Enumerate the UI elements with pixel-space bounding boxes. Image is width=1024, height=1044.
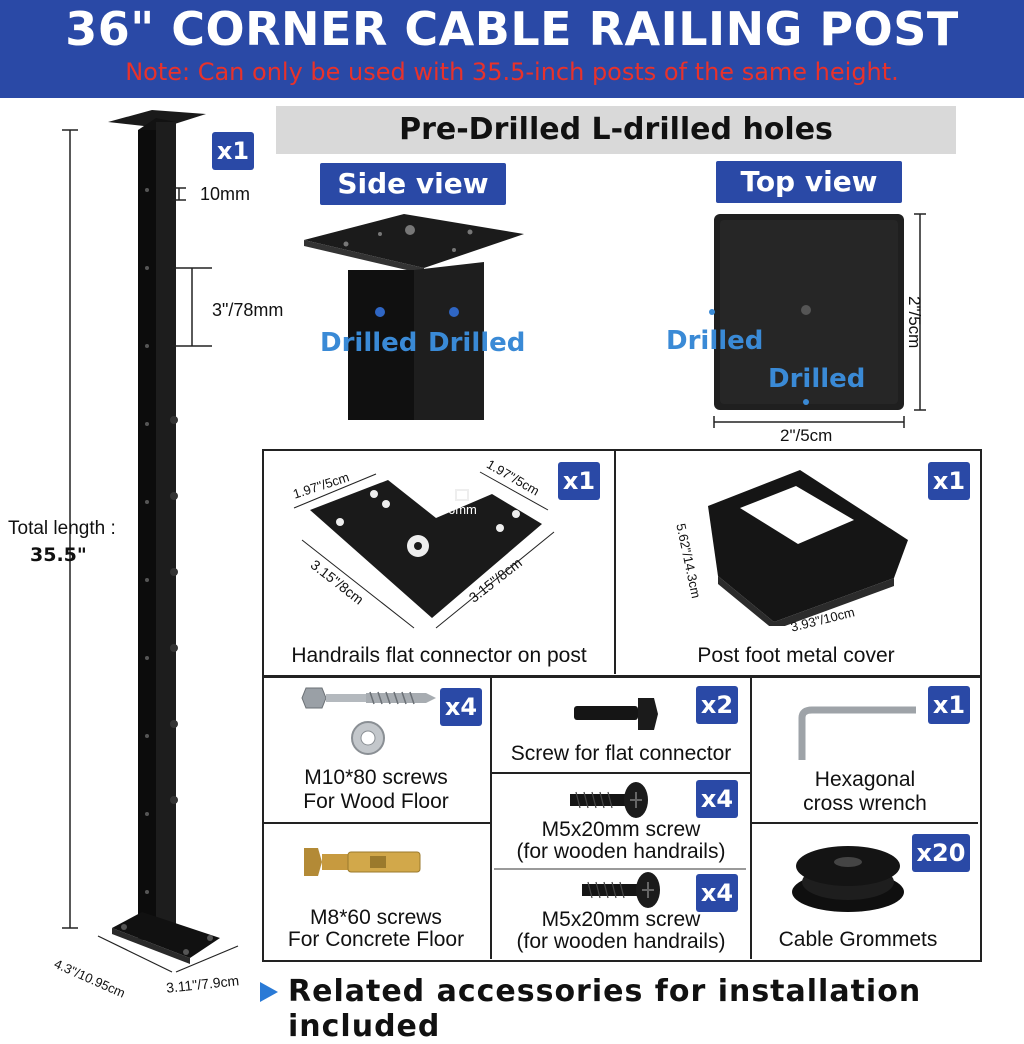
wood-screw-illustration — [301, 687, 436, 755]
top-view-label: Top view — [716, 161, 902, 203]
page-title: 36" CORNER CABLE RAILING POST — [65, 2, 959, 56]
m5-a-qty-badge: x4 — [696, 780, 738, 818]
connector-qty-badge: x1 — [558, 462, 600, 500]
predrilled-heading: Pre-Drilled L-drilled holes — [399, 112, 833, 147]
grommets-qty-badge: x20 — [912, 834, 970, 872]
total-length-label: Total length : — [8, 518, 116, 539]
hex-wrench-illustration — [798, 706, 916, 760]
m5-b-qty-badge: x4 — [696, 874, 738, 912]
post-qty-badge: x1 — [212, 132, 254, 170]
grid-divider-h3 — [750, 822, 978, 824]
top-drilled-left: Drilled — [666, 326, 764, 356]
side-view-label: Side view — [320, 163, 506, 205]
grid-divider-h4 — [494, 868, 746, 870]
post-illustration — [62, 110, 239, 973]
top-view-illustration — [709, 213, 926, 428]
m5-a-line1: M5x20mm screw — [541, 818, 701, 841]
cable-grommet-illustration — [792, 846, 904, 912]
wrench-line1: Hexagonal — [814, 768, 916, 791]
panel-divider — [614, 450, 616, 674]
header-banner: 36" CORNER CABLE RAILING POST Note: Can … — [0, 0, 1024, 98]
hole-size-label: 10mm — [200, 184, 251, 204]
flat-connector-illustration — [293, 471, 555, 629]
footer-text: Related accessories for installation inc… — [288, 974, 922, 1044]
wood-screws-line2: For Wood Floor — [303, 790, 449, 813]
connector-caption: Handrails flat connector on post — [291, 644, 587, 667]
cover-caption: Post foot metal cover — [697, 644, 895, 667]
grid-divider-h2 — [490, 772, 750, 774]
foot-cover-illustration — [708, 470, 908, 626]
flat-screw-illustration — [574, 698, 658, 730]
cover-qty-badge: x1 — [928, 462, 970, 500]
m5-screw-b-illustration — [582, 872, 660, 908]
top-width-label: 2"/5cm — [780, 426, 833, 445]
total-length-value: 35.5" — [30, 544, 87, 566]
grid-divider-h1 — [262, 822, 490, 824]
m5-b-line2: (for wooden handrails) — [516, 930, 726, 953]
side-drilled-right: Drilled — [428, 328, 526, 358]
wood-screws-qty-badge: x4 — [440, 688, 482, 726]
footer: Related accessories for installation inc… — [258, 972, 1024, 1044]
predrilled-heading-bar: Pre-Drilled L-drilled holes — [276, 106, 956, 154]
top-drilled-bottom: Drilled — [768, 364, 866, 394]
flat-screw-caption: Screw for flat connector — [510, 742, 732, 765]
parts-grid — [262, 676, 982, 962]
grid-divider-v2 — [750, 677, 752, 959]
top-height-label: 2"/5cm — [905, 296, 924, 349]
grommets-caption: Cable Grommets — [778, 928, 938, 951]
m5-b-line1: M5x20mm screw — [541, 908, 701, 931]
compatibility-note: Note: Can only be used with 35.5-inch po… — [125, 58, 899, 86]
grid-divider-v1 — [490, 677, 492, 959]
wrench-qty-badge: x1 — [928, 686, 970, 724]
m5-a-line2: (for wooden handrails) — [516, 840, 726, 863]
hole-spacing-label: 3"/78mm — [212, 300, 284, 320]
m5-screw-a-illustration — [570, 782, 648, 818]
connector-hole-size: 6mm — [448, 502, 477, 517]
side-drilled-left: Drilled — [320, 328, 418, 358]
wrench-line2: cross wrench — [803, 792, 927, 815]
wood-screws-line1: M10*80 screws — [304, 766, 448, 789]
concrete-screws-line2: For Concrete Floor — [287, 928, 465, 951]
flat-screw-qty-badge: x2 — [696, 686, 738, 724]
concrete-anchor-illustration — [304, 848, 421, 876]
concrete-screws-line1: M8*60 screws — [310, 906, 442, 929]
play-arrow-icon — [260, 982, 278, 1002]
side-view-illustration — [304, 214, 524, 420]
